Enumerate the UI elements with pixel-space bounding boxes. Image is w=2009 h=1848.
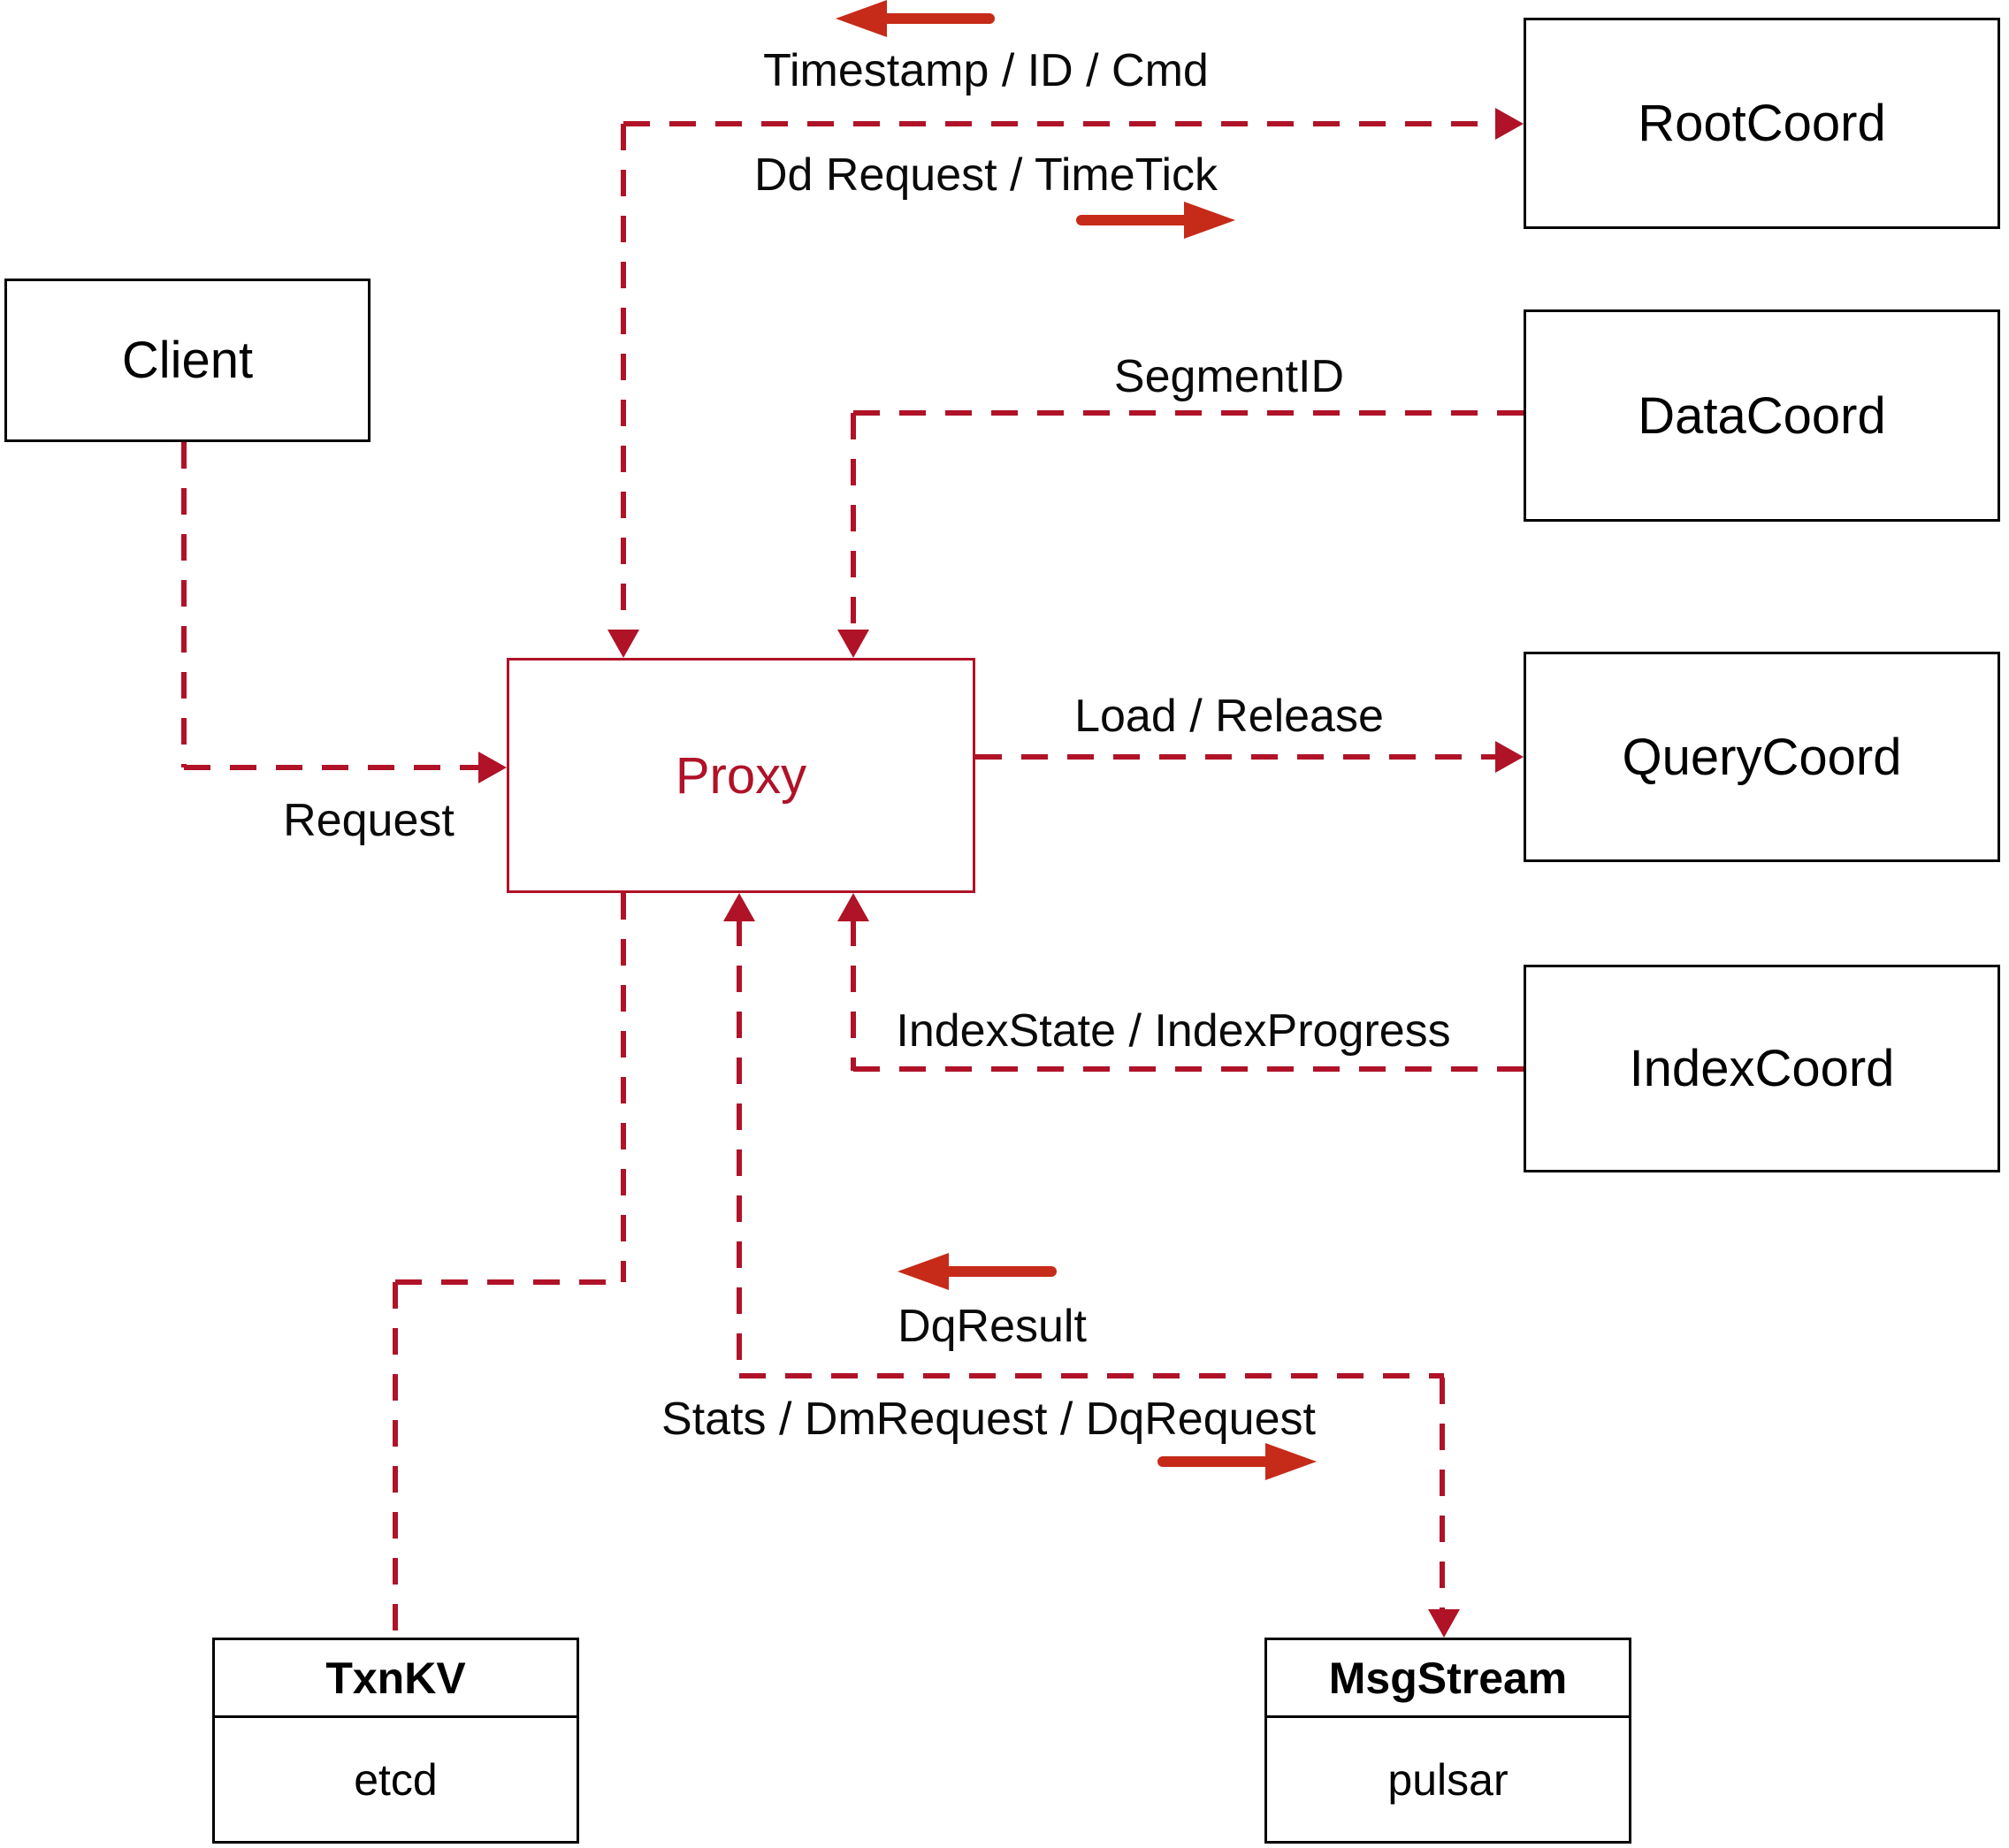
edge-proxy-txnkv-horizontal	[395, 1279, 623, 1285]
arrowhead-into-proxy-bottom-right-icon	[837, 893, 869, 921]
arrow-left-icon	[898, 1253, 1058, 1290]
node-querycoord-label: QueryCoord	[1622, 728, 1902, 786]
arrowhead-into-proxy-left-icon	[478, 752, 507, 783]
arrowhead-into-proxy-top-right-icon	[837, 630, 869, 658]
edge-indexcoord-proxy-vertical	[851, 920, 856, 1071]
edge-label-load-release: Load / Release	[1074, 691, 1384, 742]
node-rootcoord: RootCoord	[1524, 18, 2000, 229]
edge-label-segment-id: SegmentID	[1113, 351, 1345, 402]
edge-proxy-rootcoord-vertical	[621, 124, 626, 633]
node-datacoord: DataCoord	[1524, 309, 2000, 522]
edge-indexcoord-proxy-horizontal	[853, 1066, 1524, 1072]
arrow-right-icon	[1074, 202, 1235, 239]
node-txnkv: TxnKV etcd	[212, 1638, 579, 1844]
node-rootcoord-label: RootCoord	[1638, 95, 1886, 152]
arrowhead-into-msgstream-icon	[1428, 1609, 1460, 1638]
arrow-shaft	[1076, 215, 1195, 225]
edge-label-request: Request	[283, 795, 455, 846]
arrow-shaft	[876, 13, 995, 24]
edge-label-dd-request-timetick: Dd Request / TimeTick	[753, 149, 1218, 201]
edge-proxy-msgstream-vertical	[1440, 1378, 1445, 1611]
node-client: Client	[4, 279, 370, 442]
arrowhead-into-proxy-bottom-left-icon	[723, 893, 755, 921]
node-msgstream-title: MsgStream	[1267, 1640, 1629, 1718]
arrow-left-icon	[836, 0, 997, 37]
edge-datacoord-proxy-vertical	[851, 413, 856, 633]
node-proxy-label: Proxy	[675, 746, 807, 805]
node-indexcoord: IndexCoord	[1524, 965, 2000, 1172]
edge-proxy-querycoord	[975, 754, 1497, 760]
node-datacoord-label: DataCoord	[1638, 386, 1886, 445]
node-indexcoord-label: IndexCoord	[1629, 1040, 1895, 1097]
edge-label-index-state: IndexState / IndexProgress	[896, 1005, 1451, 1057]
edge-client-proxy-horizontal	[184, 765, 480, 770]
edge-proxy-txnkv-vertical-upper	[621, 893, 626, 1282]
node-txnkv-impl-etcd: etcd	[354, 1754, 438, 1805]
node-client-label: Client	[121, 332, 254, 389]
arrowhead-into-rootcoord-icon	[1495, 108, 1524, 140]
edge-proxy-txnkv-vertical-lower	[393, 1282, 398, 1638]
node-txnkv-title: TxnKV	[215, 1640, 577, 1718]
edge-proxy-msgstream-horizontal	[739, 1373, 1444, 1378]
arrowhead-into-querycoord-icon	[1495, 741, 1524, 773]
node-querycoord: QueryCoord	[1524, 652, 2000, 862]
node-msgstream: MsgStream pulsar	[1264, 1638, 1631, 1844]
edge-label-timestamp-id-cmd: Timestamp / ID / Cmd	[763, 45, 1209, 96]
arrowhead-into-proxy-top-left-icon	[607, 630, 639, 658]
edge-client-proxy-vertical	[181, 442, 187, 767]
edge-label-stats-dmrequest-dqrequest: Stats / DmRequest / DqRequest	[661, 1394, 1316, 1445]
edge-msgstream-proxy-vertical	[737, 920, 742, 1378]
edge-label-dq-result: DqResult	[898, 1301, 1087, 1352]
arrow-shaft	[938, 1266, 1057, 1277]
edge-proxy-rootcoord-horizontal	[623, 121, 1497, 126]
edge-datacoord-proxy-horizontal	[853, 410, 1524, 416]
node-proxy: Proxy	[507, 658, 975, 893]
node-msgstream-impl-pulsar: pulsar	[1387, 1754, 1509, 1805]
arrow-shaft	[1157, 1456, 1276, 1467]
arrow-right-icon	[1156, 1443, 1317, 1480]
